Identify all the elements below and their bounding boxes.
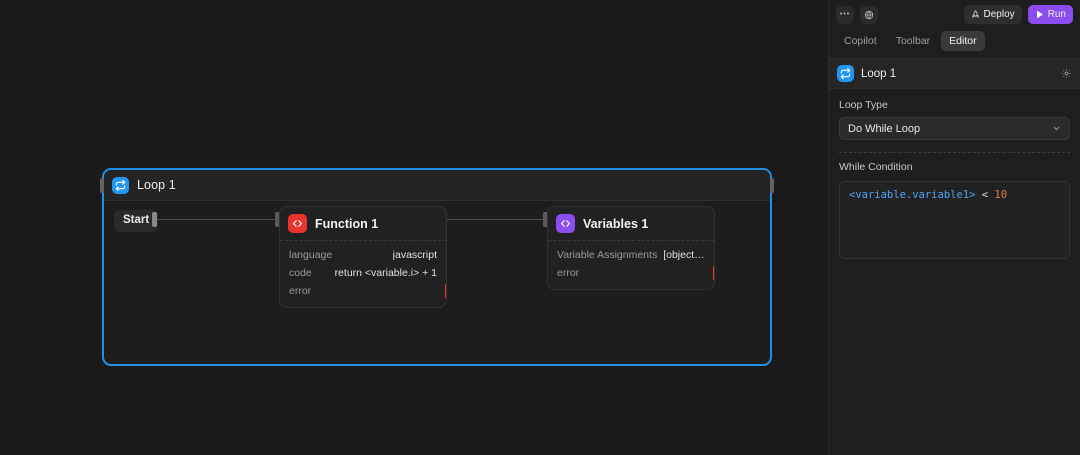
node-row: Variable Assignments [object Obje… xyxy=(548,246,714,264)
loop-icon xyxy=(837,65,854,82)
code-token-variable: <variable.variable1> xyxy=(849,189,976,201)
code-token-operator: < xyxy=(981,189,989,201)
start-label: Start xyxy=(114,210,159,232)
variables-node[interactable]: Variables 1 Variable Assignments [object… xyxy=(547,206,715,290)
row-value: javascript xyxy=(392,249,437,261)
panel-toolbar: ••• Deploy Run xyxy=(829,0,1080,29)
function-node[interactable]: Function 1 language javascript code retu… xyxy=(279,206,447,308)
edge-start-to-function xyxy=(155,219,279,220)
row-key: error xyxy=(289,285,312,297)
play-icon xyxy=(1036,10,1043,19)
tab-copilot[interactable]: Copilot xyxy=(844,35,877,47)
edge-function-to-variables xyxy=(445,219,546,220)
variables-node-body: Variable Assignments [object Obje… error xyxy=(548,240,714,289)
deploy-label: Deploy xyxy=(983,9,1015,20)
rocket-icon xyxy=(972,10,978,18)
section-divider xyxy=(839,152,1070,153)
chevron-down-icon xyxy=(1053,126,1060,131)
loop-title: Loop 1 xyxy=(137,178,176,192)
code-icon xyxy=(556,214,575,233)
row-key: code xyxy=(289,267,312,279)
loop-output-handle[interactable] xyxy=(769,178,774,193)
row-key: error xyxy=(557,267,580,279)
function-node-title: Function 1 xyxy=(315,216,379,231)
tab-toolbar[interactable]: Toolbar xyxy=(895,35,931,47)
panel-node-title: Loop 1 xyxy=(861,67,897,80)
variables-input-handle[interactable] xyxy=(543,212,548,227)
start-node[interactable]: Start xyxy=(114,210,159,232)
loop-type-value: Do While Loop xyxy=(848,122,921,135)
panel-tabs: Copilot Toolbar Editor xyxy=(829,29,1080,58)
node-row: language javascript xyxy=(280,246,446,264)
variables-node-header[interactable]: Variables 1 xyxy=(548,207,714,240)
start-output-handle[interactable] xyxy=(152,212,157,227)
row-value: [object Obje… xyxy=(663,249,705,261)
deploy-button[interactable]: Deploy xyxy=(963,5,1022,24)
loop-icon xyxy=(112,176,129,194)
loop-header[interactable]: Loop 1 xyxy=(104,170,770,201)
loop-input-handle[interactable] xyxy=(100,178,105,193)
more-options-button[interactable]: ••• xyxy=(836,5,854,24)
while-condition-label: While Condition xyxy=(839,161,913,173)
row-value: return <variable.i> + 1 xyxy=(334,267,437,279)
while-condition-field: While Condition xyxy=(829,153,1080,173)
gear-icon[interactable] xyxy=(1061,68,1072,79)
run-label: Run xyxy=(1047,9,1066,20)
workflow-canvas[interactable]: Loop 1 Start Function 1 xyxy=(0,0,828,455)
node-row: code return <variable.i> + 1 xyxy=(280,264,446,282)
globe-icon xyxy=(864,10,874,19)
node-row-error: error xyxy=(548,264,714,282)
loop-type-select[interactable]: Do While Loop xyxy=(839,117,1070,140)
code-icon xyxy=(288,214,307,233)
variables-node-title: Variables 1 xyxy=(583,216,649,231)
function-node-body: language javascript code return <variabl… xyxy=(280,240,446,307)
while-condition-editor[interactable]: <variable.variable1> < 10 xyxy=(839,181,1070,259)
right-panel: ••• Deploy Run xyxy=(828,0,1080,455)
code-token-number: 10 xyxy=(994,189,1008,201)
ellipsis-icon: ••• xyxy=(839,11,851,18)
run-button[interactable]: Run xyxy=(1027,5,1073,24)
loop-type-field: Loop Type Do While Loop xyxy=(829,89,1080,140)
row-key: Variable Assignments xyxy=(557,249,658,261)
tab-editor[interactable]: Editor xyxy=(941,31,985,51)
function-input-handle[interactable] xyxy=(275,212,280,227)
row-key: language xyxy=(289,249,333,261)
globe-icon-button[interactable] xyxy=(860,5,878,24)
loop-type-label: Loop Type xyxy=(839,99,888,111)
function-node-header[interactable]: Function 1 xyxy=(280,207,446,240)
variables-error-handle[interactable] xyxy=(713,265,714,281)
panel-node-header: Loop 1 xyxy=(829,58,1080,89)
node-row-error: error xyxy=(280,282,446,300)
function-error-handle[interactable] xyxy=(445,283,446,299)
